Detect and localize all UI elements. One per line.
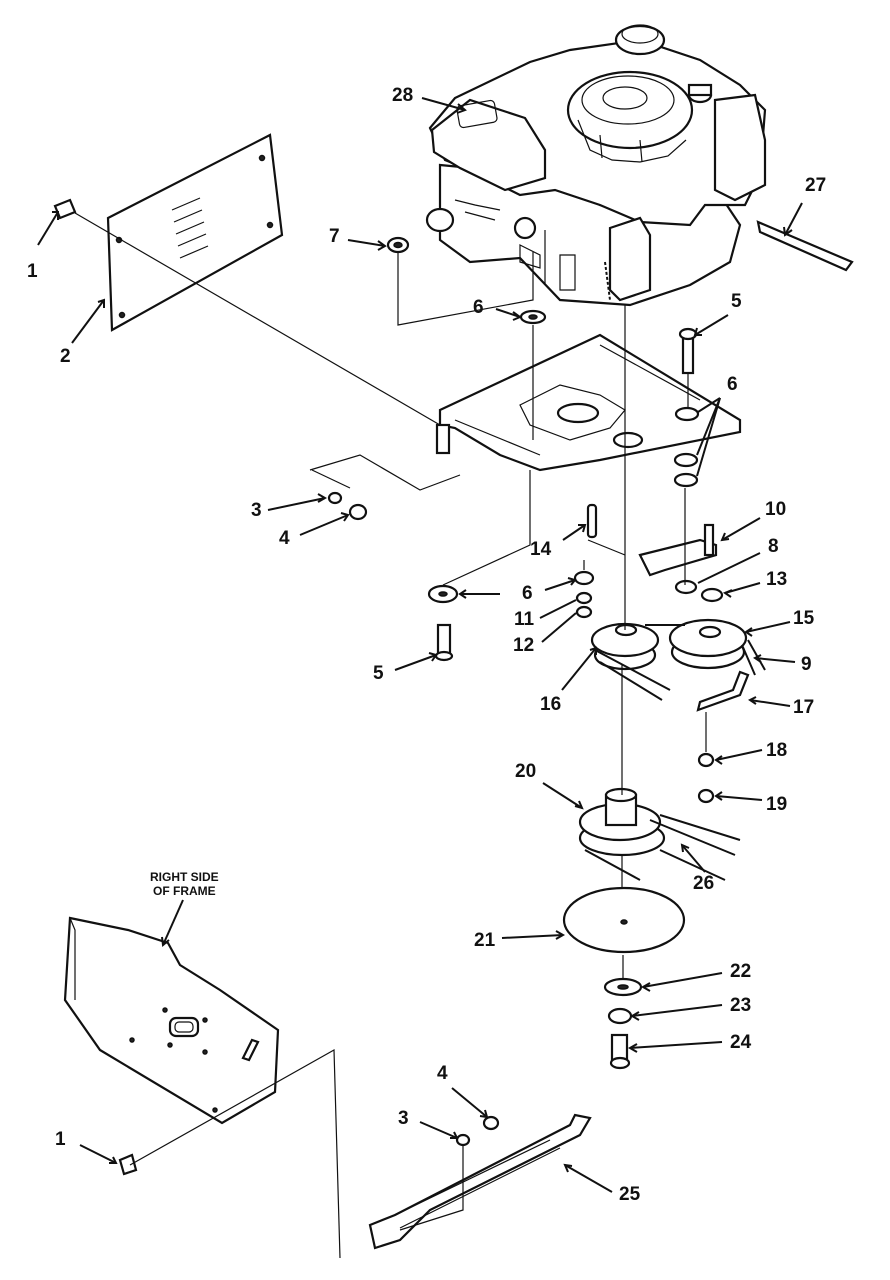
callout-27: 27 — [805, 175, 827, 196]
callout-6-right: 6 — [727, 374, 738, 395]
callout-4-bottom: 4 — [437, 1063, 448, 1084]
callout-17: 17 — [793, 697, 815, 718]
callout-3-bottom: 3 — [398, 1108, 409, 1129]
callout-5-right: 5 — [731, 291, 742, 312]
callout-6-center: 6 — [522, 583, 533, 604]
callout-18: 18 — [766, 740, 788, 761]
pulleys — [590, 618, 766, 701]
callout-23: 23 — [730, 995, 752, 1016]
mounting-plate — [435, 333, 742, 472]
note-line-1: RIGHT SIDE — [150, 870, 219, 884]
callout-1-bottom: 1 — [55, 1129, 66, 1150]
note-line-2: OF FRAME — [153, 884, 216, 898]
callout-20: 20 — [515, 761, 537, 782]
callout-1-top: 1 — [27, 261, 38, 282]
callout-14: 14 — [530, 539, 552, 560]
callout-8: 8 — [768, 536, 779, 557]
blade-assembly — [562, 787, 741, 1070]
belt-bracket — [638, 523, 750, 712]
callout-2: 2 — [60, 346, 71, 367]
callout-16: 16 — [540, 694, 562, 715]
callout-3-mid: 3 — [251, 500, 262, 521]
callout-9: 9 — [801, 654, 812, 675]
right-side-frame — [63, 916, 280, 1176]
callout-24: 24 — [730, 1032, 752, 1053]
callout-4-mid: 4 — [279, 528, 290, 549]
callout-25: 25 — [619, 1184, 641, 1205]
callout-7: 7 — [329, 226, 340, 247]
leader-lines — [74, 212, 707, 1259]
callout-6-engine: 6 — [473, 297, 484, 318]
callout-13: 13 — [766, 569, 788, 590]
hardware — [53, 198, 854, 804]
blade-guard — [368, 1113, 592, 1250]
cover-plate — [106, 133, 284, 332]
callout-28: 28 — [392, 85, 414, 106]
callout-10: 10 — [765, 499, 787, 520]
callout-21: 21 — [474, 930, 496, 951]
callout-11: 11 — [514, 609, 535, 630]
callout-12: 12 — [513, 635, 535, 656]
callout-arrows — [37, 97, 803, 1193]
callout-26: 26 — [693, 873, 715, 894]
callout-15: 15 — [793, 608, 815, 629]
callout-19: 19 — [766, 794, 788, 815]
right-side-frame-note: RIGHT SIDE OF FRAME — [150, 870, 219, 898]
engine — [425, 24, 767, 307]
callout-5-left: 5 — [373, 663, 384, 684]
callout-22: 22 — [730, 961, 752, 982]
